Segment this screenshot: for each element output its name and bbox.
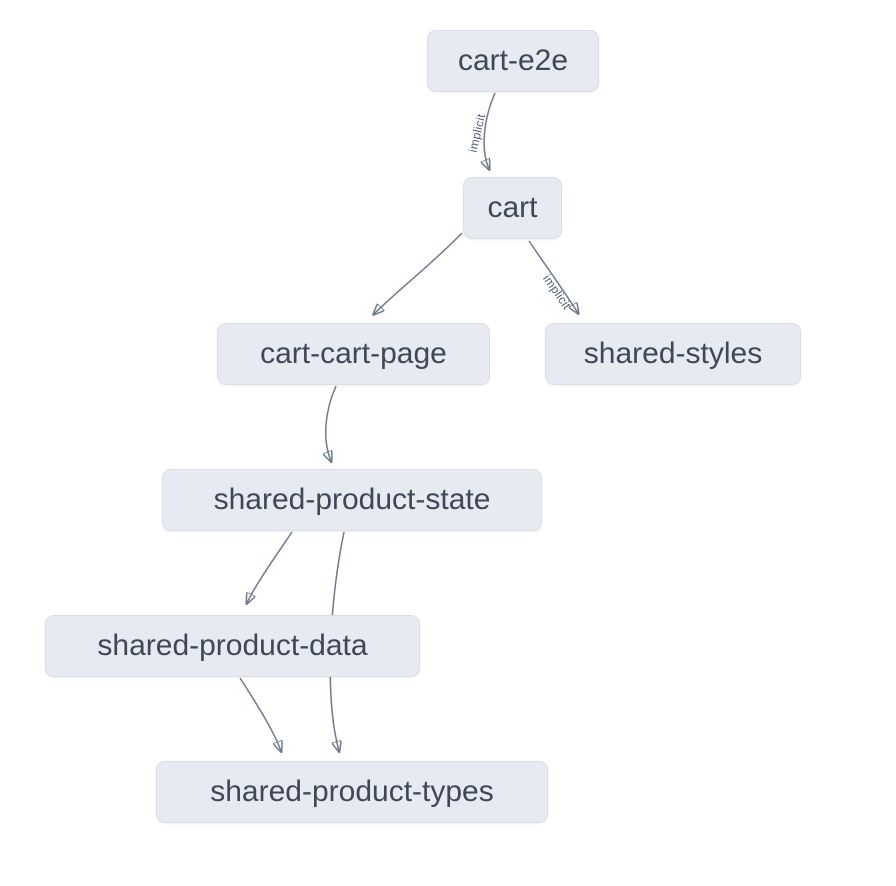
node-cart-cart-page[interactable]: cart-cart-page <box>217 323 490 385</box>
node-shared-product-state[interactable]: shared-product-state <box>162 469 542 531</box>
node-label: cart <box>487 191 538 224</box>
node-label: shared-product-state <box>213 483 491 516</box>
node-label: cart-e2e <box>457 44 569 77</box>
node-label: shared-product-data <box>97 629 368 662</box>
node-shared-product-data[interactable]: shared-product-data <box>45 615 420 677</box>
node-shared-styles[interactable]: shared-styles <box>545 323 801 385</box>
node-cart-e2e[interactable]: cart-e2e <box>427 30 599 92</box>
edge-cart-e2e-to-cart <box>484 92 496 169</box>
edge-shared-product-state-to-shared-product-data <box>247 531 293 603</box>
node-shared-product-types[interactable]: shared-product-types <box>156 761 548 823</box>
node-label: shared-product-types <box>210 775 494 808</box>
edge-cart-to-cart-cart-page <box>374 232 463 314</box>
edge-shared-product-data-to-shared-product-types <box>239 677 281 751</box>
edge-label-implicit-cart-shared-styles: implicit <box>540 271 574 313</box>
edge-cart-to-shared-styles <box>528 240 578 313</box>
node-cart[interactable]: cart <box>463 177 562 239</box>
edge-label-implicit-cart-e2e-cart: implicit <box>465 112 489 154</box>
edge-cart-cart-page-to-shared-product-state <box>326 385 337 461</box>
node-label: shared-styles <box>583 337 763 370</box>
node-label: cart-cart-page <box>260 337 447 370</box>
